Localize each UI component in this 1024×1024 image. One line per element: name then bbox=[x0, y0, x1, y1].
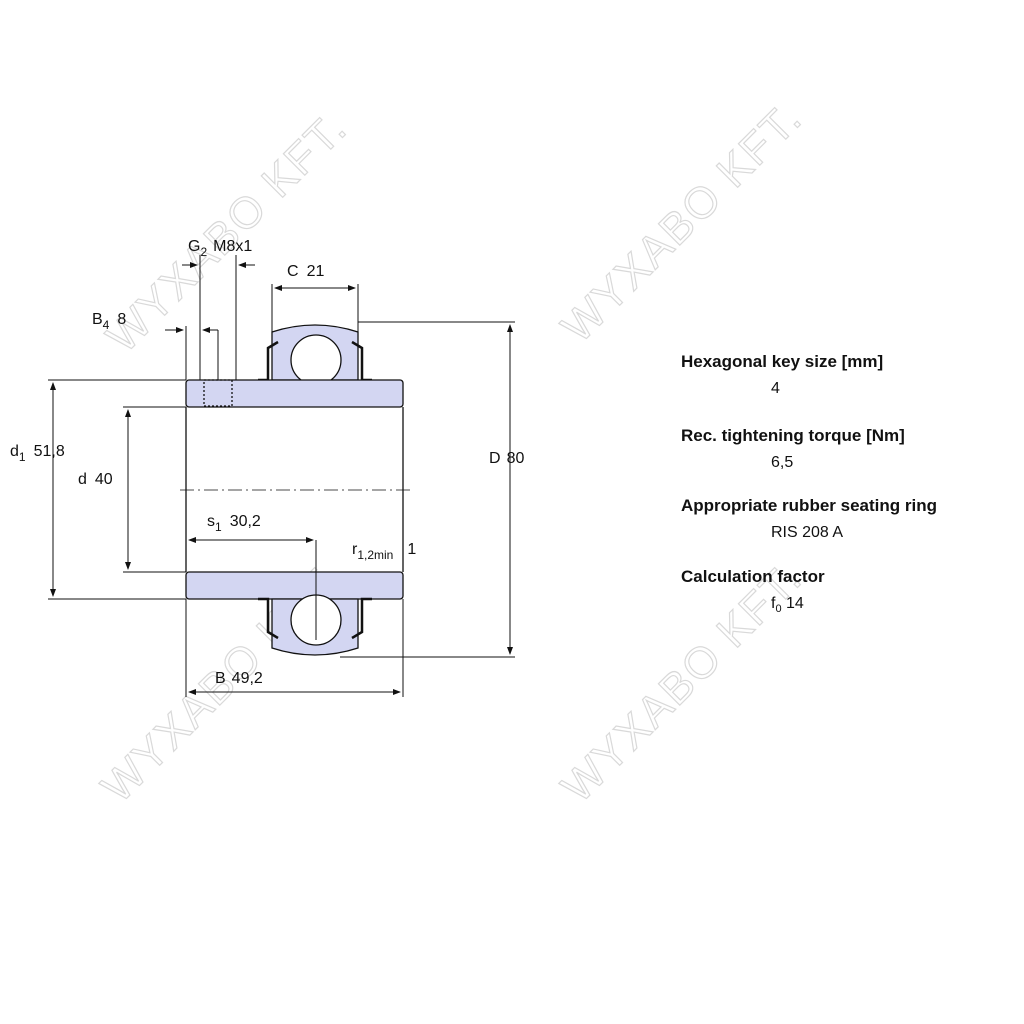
svg-text:WYXABO KFT.: WYXABO KFT. bbox=[552, 93, 811, 352]
spec-label: Calculation factor bbox=[681, 567, 825, 586]
spec-label: Appropriate rubber seating ring bbox=[681, 496, 937, 515]
spec-value: 6,5 bbox=[771, 454, 794, 471]
dimension-lines bbox=[48, 255, 515, 697]
spec-value: f0 14 bbox=[771, 595, 804, 616]
spec-value: RIS 208 A bbox=[771, 524, 844, 541]
spec-label: Rec. tightening torque [Nm] bbox=[681, 426, 905, 445]
spec-calc-factor: Calculation factor f0 14 bbox=[681, 567, 825, 615]
spec-torque: Rec. tightening torque [Nm] 6,5 bbox=[681, 426, 905, 472]
svg-text:WYXABO KFT.: WYXABO KFT. bbox=[97, 103, 356, 362]
spec-seating-ring: Appropriate rubber seating ring RIS 208 … bbox=[681, 496, 937, 542]
spec-value: 4 bbox=[771, 380, 780, 397]
spec-hex-key: Hexagonal key size [mm] 4 bbox=[681, 352, 883, 398]
bearing-section bbox=[180, 324, 410, 656]
spec-label: Hexagonal key size [mm] bbox=[681, 352, 884, 371]
